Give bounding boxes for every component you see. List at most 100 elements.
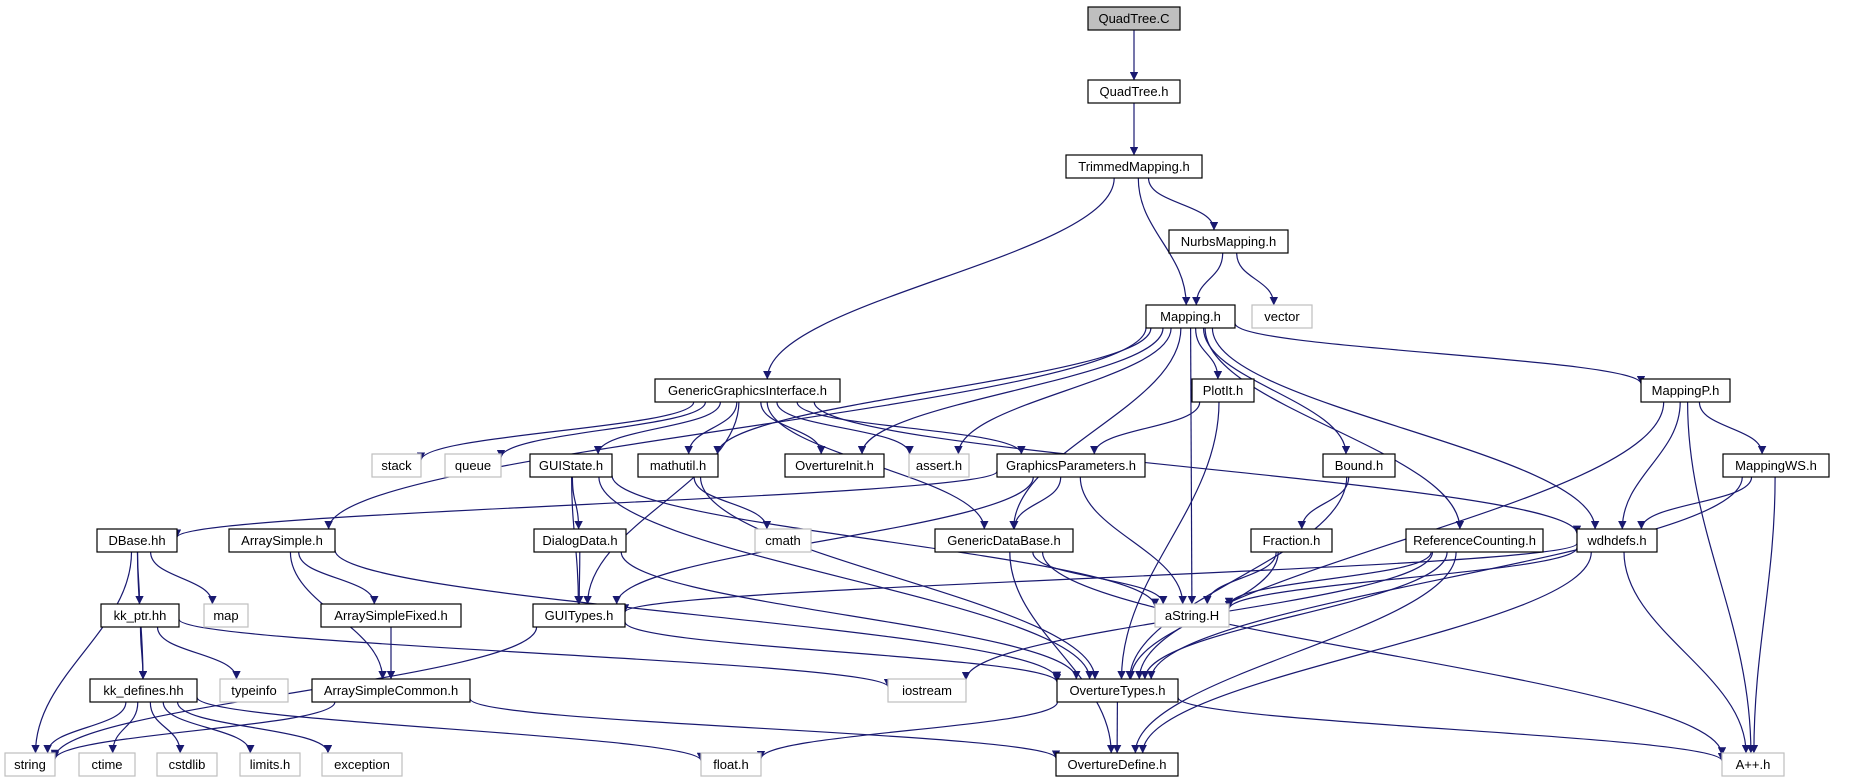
node-box [784, 453, 885, 478]
node-label: TrimmedMapping.h [1078, 159, 1190, 174]
node-gparams[interactable]: GraphicsParameters.h [996, 453, 1146, 478]
node-wdhdefs[interactable]: wdhdefs.h [1576, 528, 1658, 553]
node-plotit[interactable]: PlotIt.h [1191, 378, 1255, 403]
edge-refcount-to-overturedefine [1131, 551, 1457, 754]
node-guistate[interactable]: GUIState.h [529, 453, 613, 478]
node-box [371, 453, 422, 478]
node-box [754, 528, 812, 553]
node-gdb[interactable]: GenericDataBase.h [934, 528, 1074, 553]
node-box [1191, 378, 1255, 403]
node-string: string [4, 752, 56, 777]
edge-ggi-to-gparams [796, 401, 1026, 455]
node-kkptr[interactable]: kk_ptr.hh [100, 603, 180, 628]
node-box [1055, 752, 1179, 777]
edge-arraysimple-to-overturetypes [334, 549, 1062, 681]
edge-mapping-to-astring [1187, 327, 1197, 605]
node-box [700, 752, 762, 777]
node-guitypes[interactable]: GUITypes.h [532, 603, 626, 628]
node-quadtree-c[interactable]: QuadTree.C [1087, 6, 1181, 31]
node-astring: aString.H [1154, 603, 1230, 628]
node-label: kk_ptr.hh [114, 608, 167, 623]
node-box [78, 752, 136, 777]
node-arraysimplefixed[interactable]: ArraySimpleFixed.h [320, 603, 462, 628]
edge-arraysimplecommon-to-overturedefine [469, 698, 1061, 759]
edge-ggi-to-overtureinit [760, 401, 826, 455]
node-kkdefines[interactable]: kk_defines.hh [89, 678, 198, 703]
node-mathutil[interactable]: mathutil.h [637, 453, 719, 478]
node-overtureinit[interactable]: OvertureInit.h [784, 453, 885, 478]
node-box [203, 603, 249, 628]
nodes-layer: QuadTree.C QuadTree.hTrimmedMapping.hNurb… [4, 6, 1830, 777]
node-label: ArraySimpleCommon.h [324, 683, 458, 698]
node-dialogdata[interactable]: DialogData.h [533, 528, 627, 553]
node-dbase[interactable]: DBase.hh [96, 528, 178, 553]
node-cstdlib: cstdlib [156, 752, 218, 777]
node-box [1405, 528, 1544, 553]
edge-mappingp-to-app [1687, 401, 1756, 754]
node-label: assert.h [916, 458, 962, 473]
edge-dialogdata-to-overturetypes [620, 551, 1081, 680]
node-float: float.h [700, 752, 762, 777]
edge-guitypes-to-overturetypes [624, 621, 1062, 683]
edge-ggi-to-assert [776, 401, 914, 455]
node-mappingws[interactable]: MappingWS.h [1722, 453, 1830, 478]
edges-layer [31, 30, 1776, 762]
node-ctime: ctime [78, 752, 136, 777]
edge-gparams-to-dbase [173, 470, 998, 538]
edge-ggi-to-wdhdefs [813, 401, 1582, 535]
node-box [228, 528, 336, 553]
node-ggi[interactable]: GenericGraphicsInterface.h [654, 378, 841, 403]
edge-guistate-to-overturetypes [598, 476, 1094, 680]
node-box [219, 678, 289, 703]
node-app: A++.h [1721, 752, 1785, 777]
node-label: cmath [765, 533, 800, 548]
edge-kkptr-to-iostream [178, 618, 892, 688]
node-label: GenericDataBase.h [947, 533, 1060, 548]
node-box [637, 453, 719, 478]
node-box [1087, 6, 1181, 31]
edge-ggi-to-guistate [593, 401, 721, 455]
edge-arraysimple-to-arraysimplefixed [298, 551, 379, 605]
node-queue: queue [444, 453, 502, 478]
edge-guistate-to-astring [611, 475, 1160, 608]
node-box [533, 528, 627, 553]
node-label: Fraction.h [1263, 533, 1321, 548]
node-mappingp[interactable]: MappingP.h [1640, 378, 1731, 403]
node-bound[interactable]: Bound.h [1322, 453, 1396, 478]
node-label: NurbsMapping.h [1181, 234, 1276, 249]
node-fraction[interactable]: Fraction.h [1250, 528, 1333, 553]
node-quadtree-h[interactable]: QuadTree.h [1087, 79, 1181, 104]
edge-kkdefines-to-cstdlib [149, 701, 185, 754]
edge-wdhdefs-to-astring [1224, 547, 1578, 610]
edge-fraction-to-astring [1203, 551, 1277, 605]
node-overturedefine[interactable]: OvertureDefine.h [1055, 752, 1179, 777]
node-label: ctime [91, 757, 122, 772]
node-label: GraphicsParameters.h [1006, 458, 1136, 473]
node-box [532, 603, 626, 628]
node-nurbs[interactable]: NurbsMapping.h [1168, 229, 1289, 254]
edge-gparams-to-gdb [1010, 476, 1062, 530]
node-trimmed[interactable]: TrimmedMapping.h [1065, 154, 1203, 179]
node-box [1168, 229, 1289, 254]
edge-guistate-to-dialogdata [571, 476, 583, 530]
node-label: MappingP.h [1652, 383, 1720, 398]
node-iostream: iostream [887, 678, 967, 703]
node-refcount[interactable]: ReferenceCounting.h [1405, 528, 1544, 553]
node-mapping[interactable]: Mapping.h [1145, 304, 1236, 329]
node-box [908, 453, 970, 478]
node-overturetypes[interactable]: OvertureTypes.h [1056, 678, 1179, 703]
node-arraysimple[interactable]: ArraySimple.h [228, 528, 336, 553]
node-arraysimplecommon[interactable]: ArraySimpleCommon.h [311, 678, 471, 703]
node-box [529, 453, 613, 478]
node-label: typeinfo [231, 683, 277, 698]
edge-mapping-to-mathutil [713, 327, 1152, 455]
edge-gdb-to-overturedefine [1009, 551, 1116, 754]
node-label: OvertureDefine.h [1068, 757, 1167, 772]
node-box [887, 678, 967, 703]
node-map: map [203, 603, 249, 628]
node-label: DBase.hh [108, 533, 165, 548]
node-label: kk_defines.hh [103, 683, 183, 698]
node-label: GUIState.h [539, 458, 603, 473]
edge-kkptr-to-kkdefines [138, 626, 148, 680]
edge-mappingws-to-app [1749, 476, 1776, 754]
